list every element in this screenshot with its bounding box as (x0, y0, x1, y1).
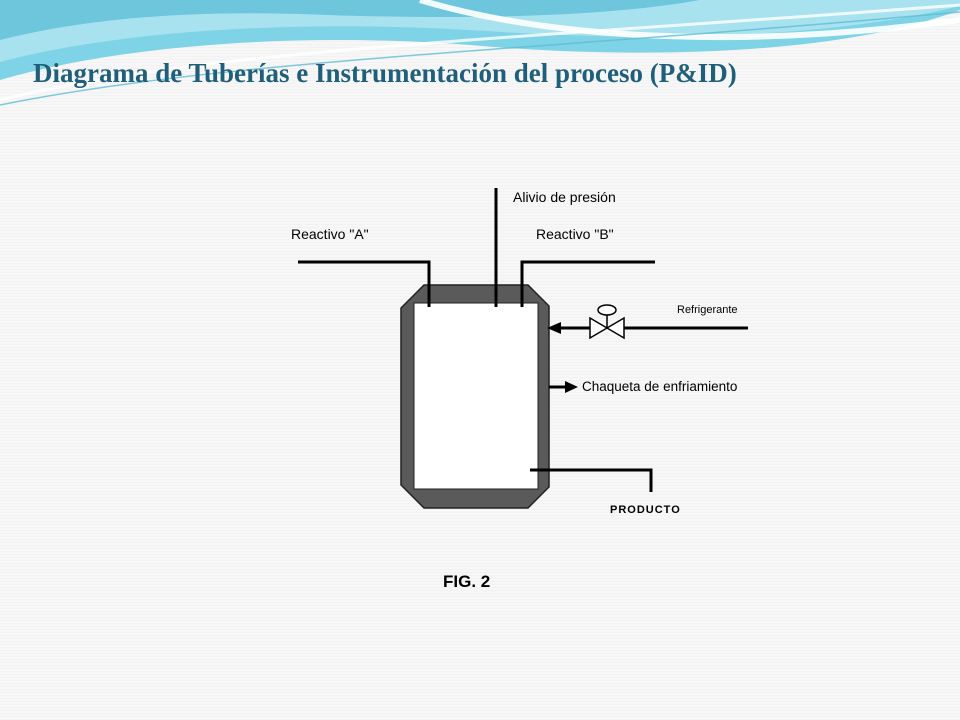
header-wave-decoration (0, 0, 960, 106)
slide-title: Diagrama de Tuberías e Instrumentación d… (33, 58, 737, 88)
pressure-relief-label: Alivio de presión (513, 189, 616, 205)
product-pipe (530, 468, 653, 492)
coolant-arrow-icon (547, 322, 561, 334)
reagent-a-label: Reactivo "A" (291, 226, 369, 242)
jacket-outlet (549, 381, 578, 393)
coolant-label: Refrigerante (677, 304, 738, 316)
coolant-line (547, 304, 748, 340)
jacket-outlet-arrow-icon (565, 381, 578, 393)
valve-actuator-icon (597, 304, 617, 316)
reagent-a-pipe (298, 260, 431, 307)
figure-caption: FIG. 2 (443, 572, 490, 591)
reagent-b-label: Reactivo "B" (536, 226, 614, 242)
reactor-vessel (400, 284, 550, 509)
reactor-interior (413, 302, 539, 490)
reagent-b-pipe (520, 260, 655, 307)
cooling-jacket-label: Chaqueta de enfriamiento (582, 379, 737, 394)
product-label: PRODUCTO (610, 504, 681, 516)
